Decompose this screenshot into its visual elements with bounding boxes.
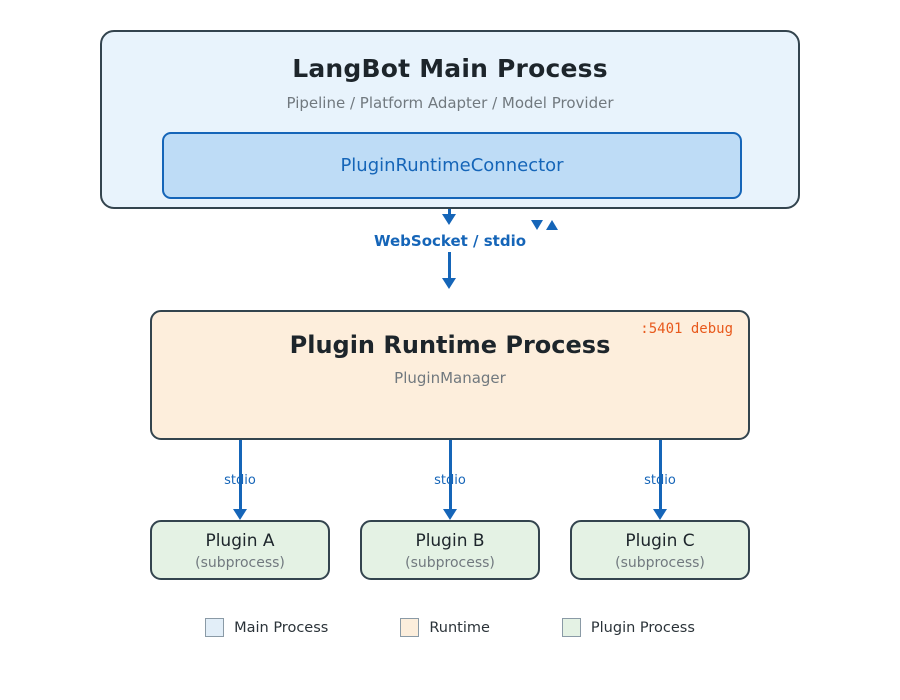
main-process-box: LangBot Main Process Pipeline / Platform…: [100, 30, 800, 209]
plugin-subtitle: (subprocess): [615, 555, 705, 571]
stdio-link-label-plugin-a: stdio: [224, 473, 256, 488]
legend-label-runtime: Runtime: [429, 619, 490, 636]
plugin-title: Plugin A: [205, 531, 275, 551]
websocket-link-segment-top: [448, 209, 451, 217]
main-process-subtitle: Pipeline / Platform Adapter / Model Prov…: [286, 94, 614, 112]
main-process-title: LangBot Main Process: [292, 54, 608, 83]
plugin-subtitle: (subprocess): [195, 555, 285, 571]
stdio-link-line-plugin-c: [659, 440, 662, 512]
arrow-down-icon: [233, 509, 247, 520]
plugin-title: Plugin B: [415, 531, 485, 551]
stdio-link-line-plugin-b: [449, 440, 452, 512]
plugin-runtime-connector-label: PluginRuntimeConnector: [340, 155, 564, 176]
legend-item-main-process: Main Process: [205, 618, 328, 637]
stdio-link-label-plugin-b: stdio: [434, 473, 466, 488]
legend-swatch-main-process: [205, 618, 225, 637]
arrow-down-icon: [443, 509, 457, 520]
legend: Main Process Runtime Plugin Process: [0, 618, 900, 637]
duplex-indicator: [531, 219, 561, 233]
plugin-box-a: Plugin A (subprocess): [150, 520, 330, 580]
legend-label-main-process: Main Process: [234, 619, 329, 636]
debug-port-badge: :5401 debug: [640, 321, 733, 337]
legend-swatch-plugin-process: [561, 618, 581, 637]
plugin-manager-subtitle: PluginManager: [394, 369, 506, 387]
websocket-link-label: WebSocket / stdio: [373, 232, 527, 250]
plugin-runtime-process-title: Plugin Runtime Process: [289, 331, 611, 359]
legend-item-runtime: Runtime: [400, 618, 490, 637]
legend-item-plugin-process: Plugin Process: [561, 618, 695, 637]
triangle-down-icon: [531, 220, 543, 230]
plugin-subtitle: (subprocess): [405, 555, 495, 571]
stdio-link-line-plugin-a: [239, 440, 242, 512]
arrow-down-icon: [442, 214, 456, 225]
triangle-up-icon: [546, 220, 558, 230]
plugin-title: Plugin C: [625, 531, 695, 551]
plugin-box-b: Plugin B (subprocess): [360, 520, 540, 580]
plugin-runtime-process-box: :5401 debug Plugin Runtime Process Plugi…: [150, 310, 750, 440]
legend-label-plugin-process: Plugin Process: [590, 619, 695, 636]
arrow-down-icon: [653, 509, 667, 520]
stdio-link-label-plugin-c: stdio: [644, 473, 676, 488]
websocket-link-segment-bottom: [448, 252, 451, 282]
arrow-down-icon: [442, 278, 456, 289]
plugin-runtime-connector-box[interactable]: PluginRuntimeConnector: [162, 132, 742, 199]
plugin-box-c: Plugin C (subprocess): [570, 520, 750, 580]
legend-swatch-runtime: [400, 618, 420, 637]
